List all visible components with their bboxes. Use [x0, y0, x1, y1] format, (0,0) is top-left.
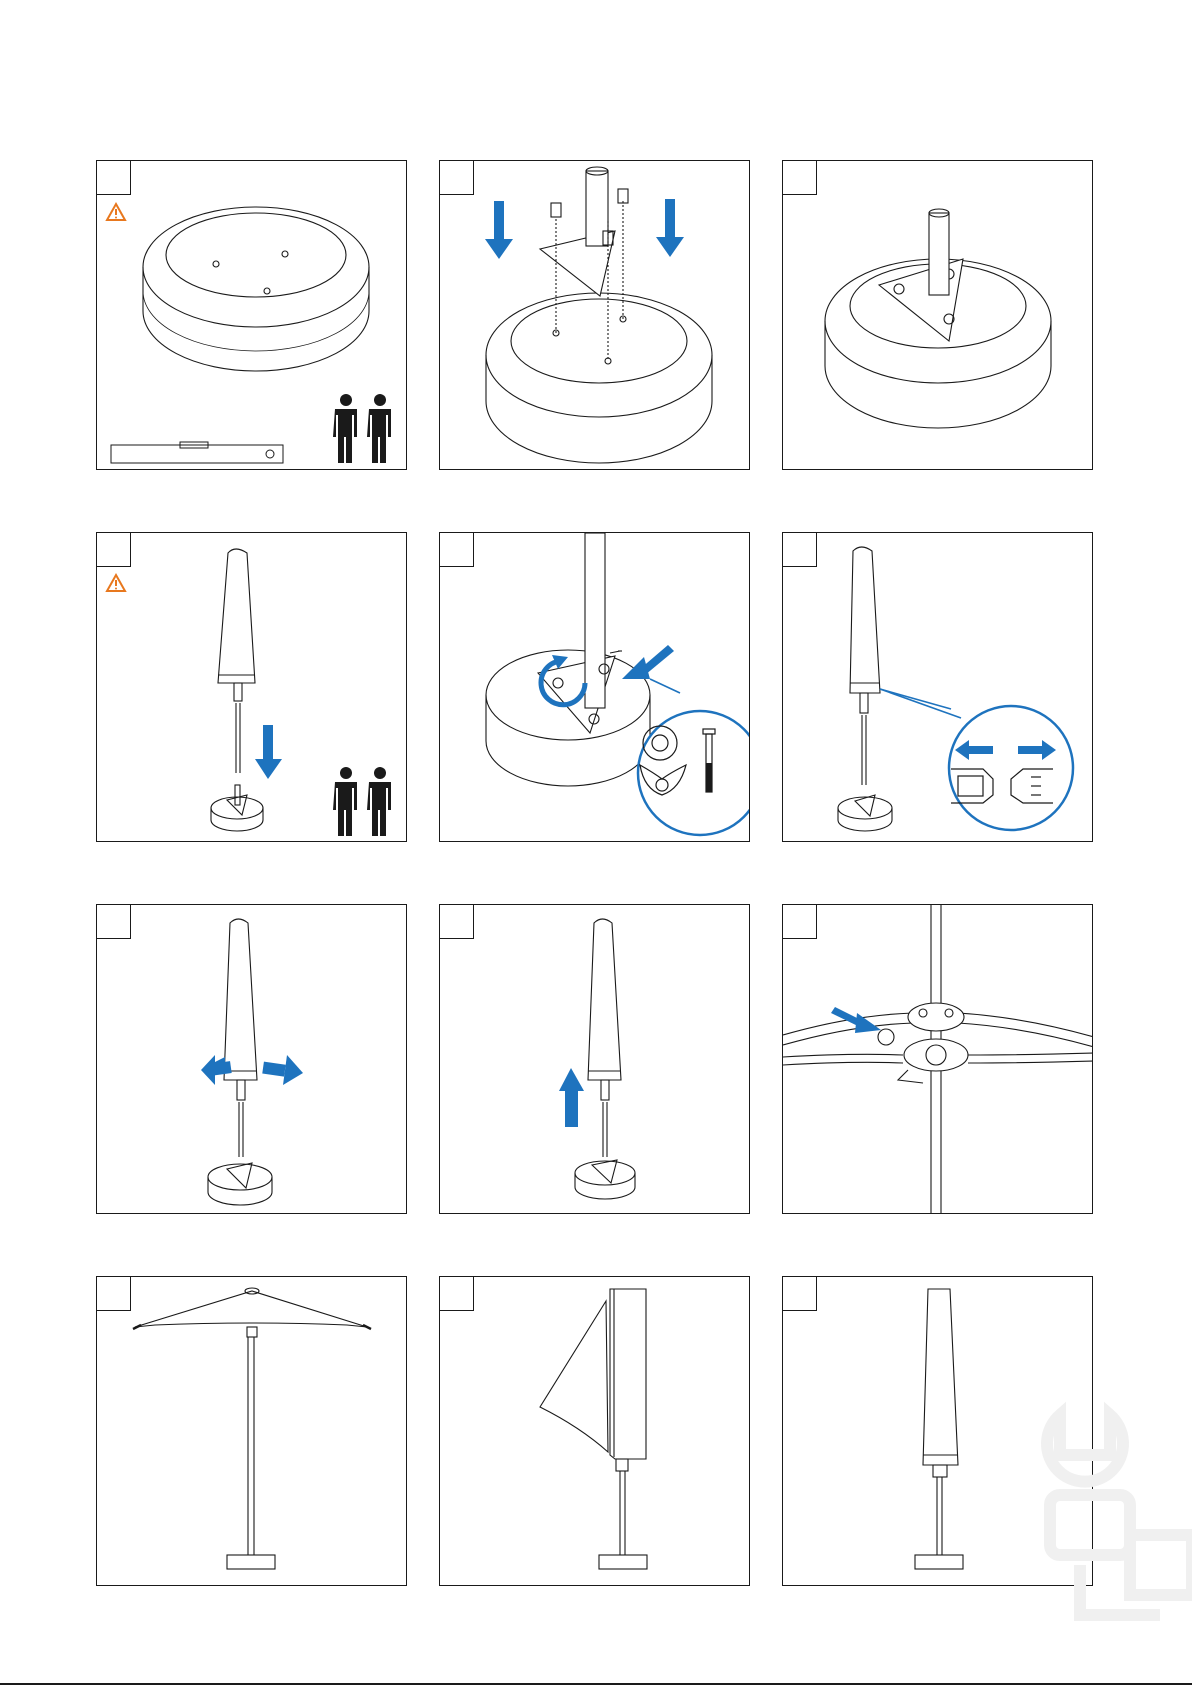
arrow-up-icon [559, 1068, 584, 1127]
step-panel-release-buckle [782, 532, 1093, 842]
step-panel-open-parasol [96, 1276, 407, 1586]
step-number-box [782, 532, 817, 567]
arrow-icon [622, 645, 674, 679]
step-number-box [439, 1276, 474, 1311]
cover-slide-illustration [440, 1277, 750, 1586]
step-number-box [96, 1276, 131, 1311]
spirit-level-icon [111, 442, 283, 463]
step-number-box [96, 904, 131, 939]
step-number-box [439, 904, 474, 939]
step-panel-tighten-wingnut [439, 532, 750, 842]
pull-cover-illustration [97, 905, 407, 1214]
step-panel-base-placement [96, 160, 407, 470]
step-number-box [96, 532, 131, 567]
step-panel-plate-mounting [439, 160, 750, 470]
step-panel-insert-pole [96, 532, 407, 842]
base-with-plate-illustration [783, 161, 1093, 470]
arrow-down-icon [485, 201, 513, 259]
open-parasol-illustration [97, 1277, 407, 1586]
wrench-watermark-icon [1010, 1385, 1192, 1625]
step-number-box [96, 160, 131, 195]
arrow-right-icon [262, 1055, 303, 1085]
release-buckle-illustration [783, 533, 1093, 842]
warning-icon [107, 575, 125, 591]
arrow-icon [831, 1007, 881, 1033]
step-panel-plate-mounted [782, 160, 1093, 470]
step-panel-open-hub [782, 904, 1093, 1214]
arrow-down-icon [255, 725, 282, 779]
step-panel-lift-cover [439, 904, 750, 1214]
insert-pole-illustration [97, 533, 407, 842]
step-number-box [439, 160, 474, 195]
step-number-box [439, 532, 474, 567]
arrow-down-icon [656, 199, 684, 257]
step-number-box [782, 160, 817, 195]
open-hub-illustration [783, 905, 1093, 1214]
step-number-box [782, 904, 817, 939]
lift-cover-illustration [440, 905, 750, 1214]
tighten-wingnut-illustration [440, 533, 750, 842]
two-persons-icon [333, 767, 391, 836]
base-with-level-illustration [97, 161, 407, 470]
warning-icon [107, 204, 125, 220]
step-panel-pull-cover [96, 904, 407, 1214]
plate-mounting-illustration [440, 161, 750, 470]
step-number-box [782, 1276, 817, 1311]
step-panel-cover-slide [439, 1276, 750, 1586]
two-persons-icon [333, 394, 391, 463]
